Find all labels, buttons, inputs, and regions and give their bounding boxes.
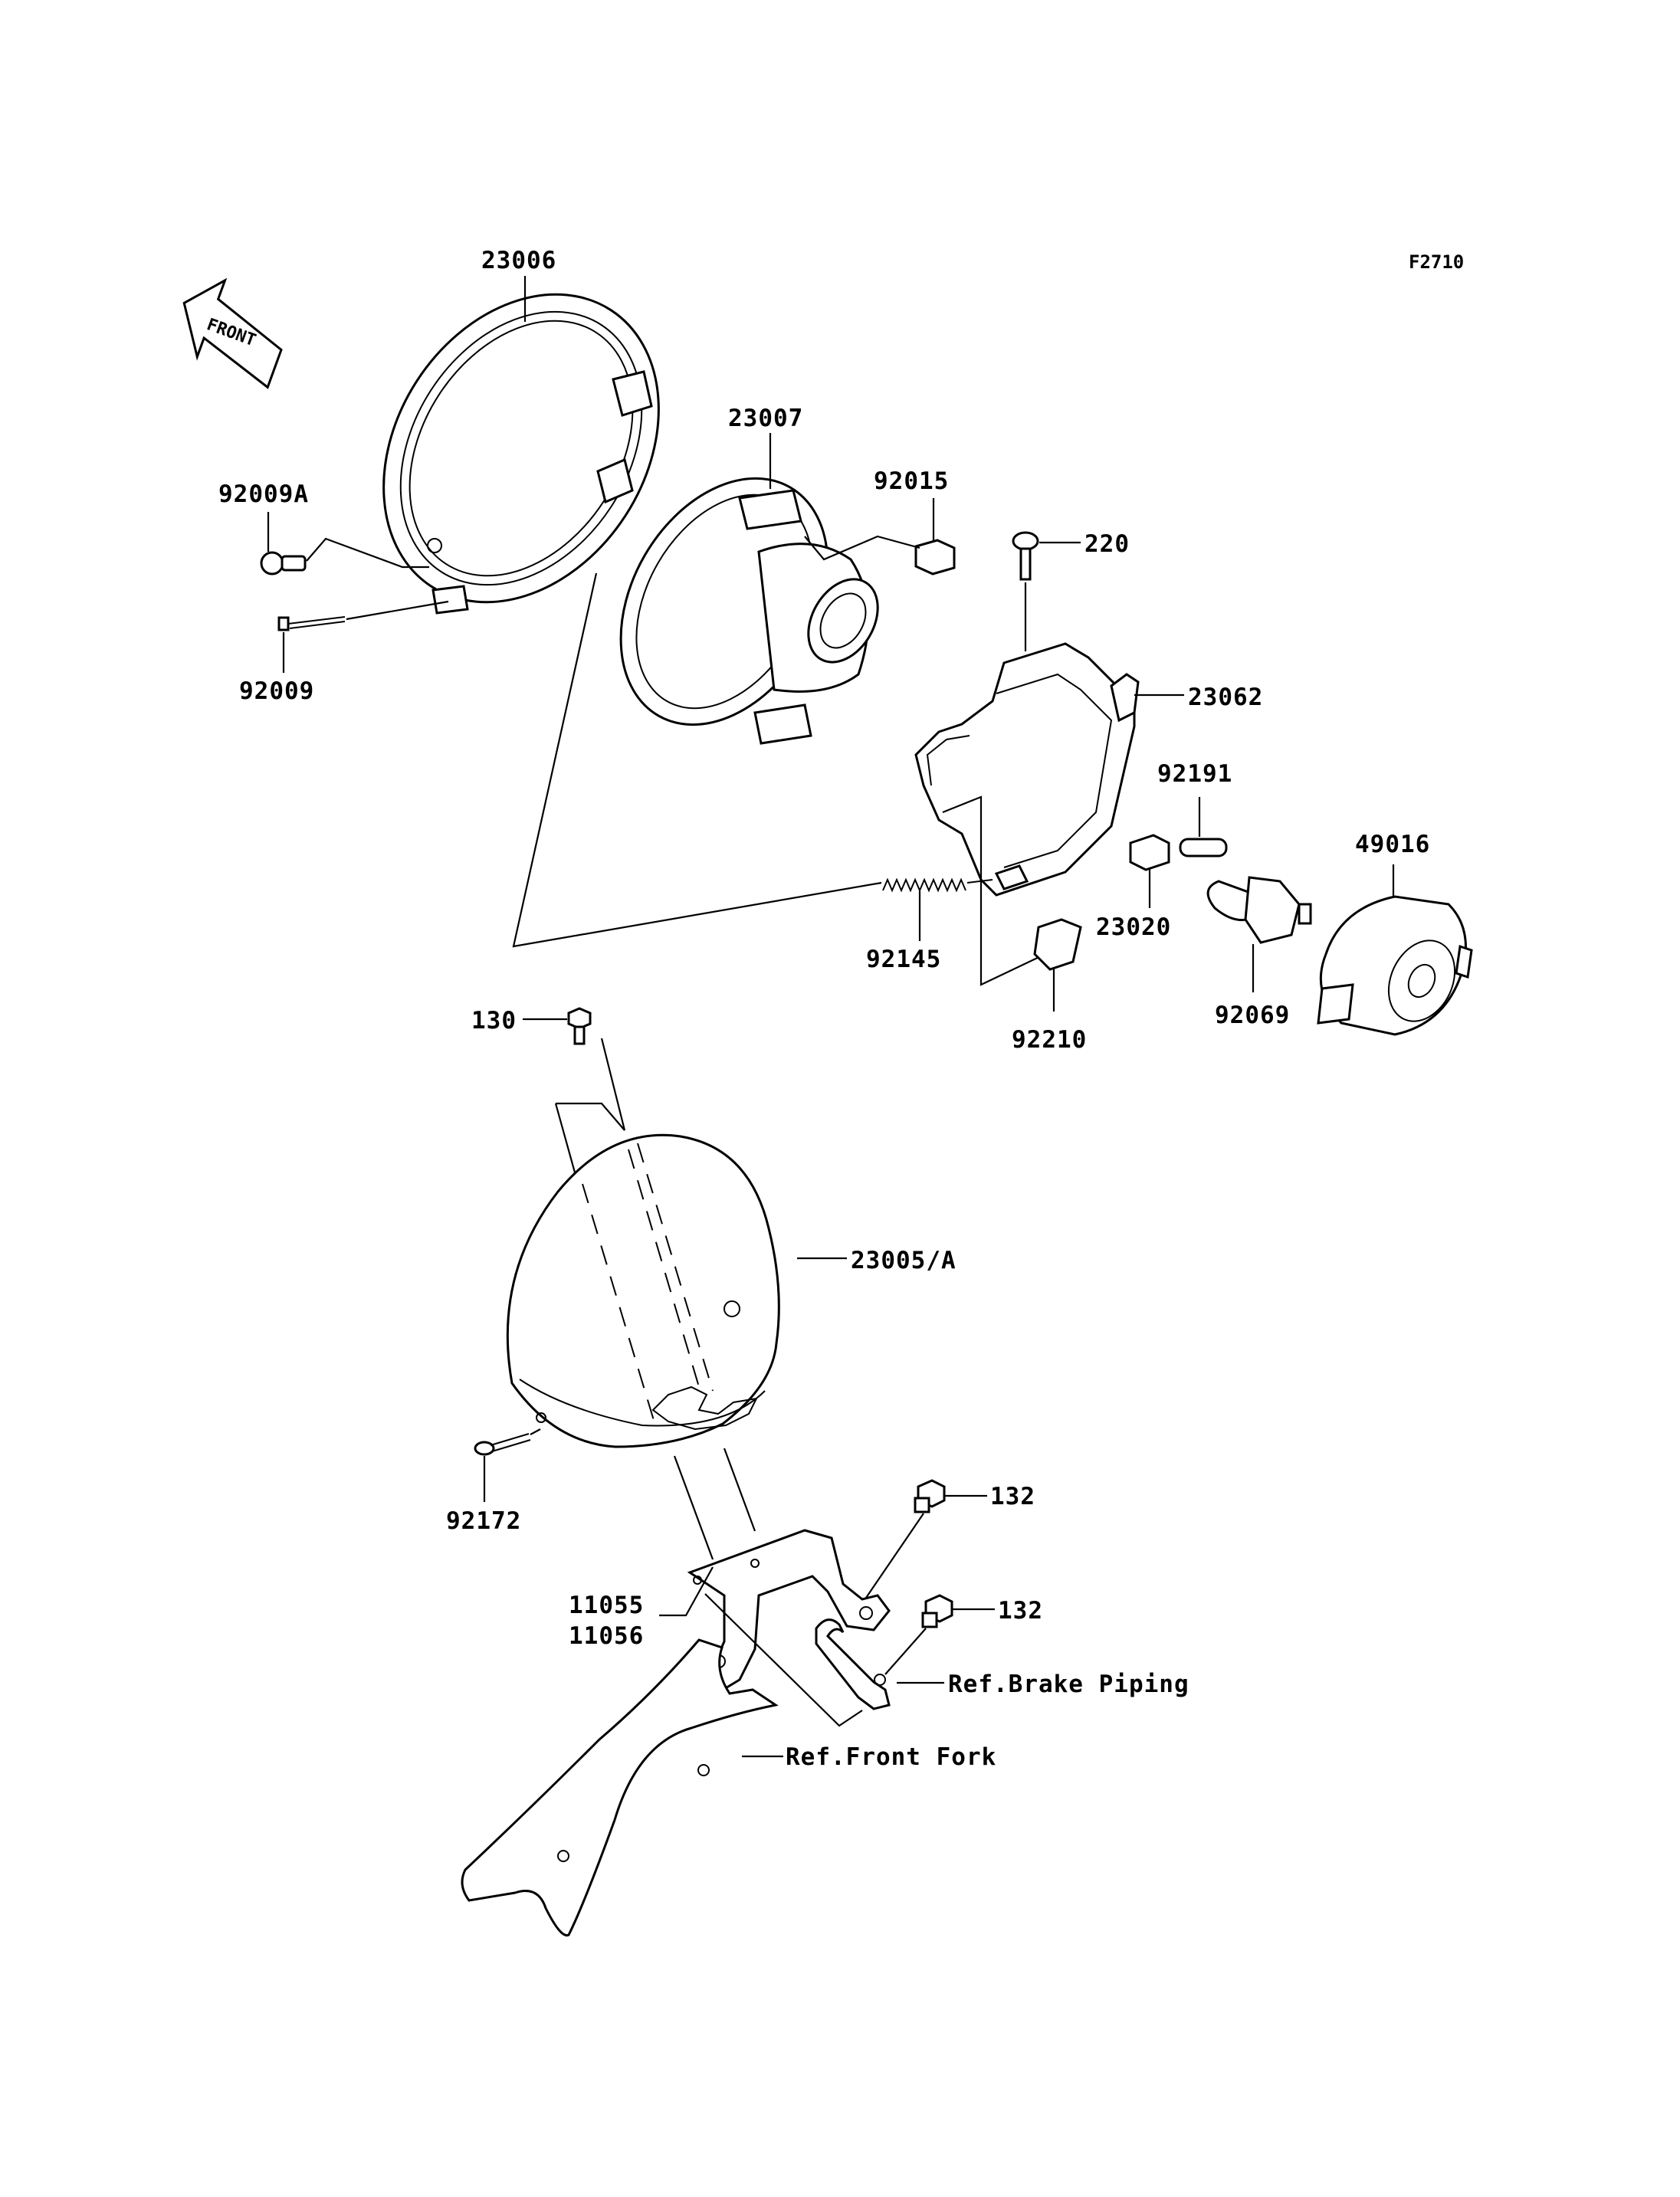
label-132-upper: 132 bbox=[990, 1483, 1035, 1510]
screw-220 bbox=[1012, 531, 1039, 581]
label-220: 220 bbox=[1084, 530, 1130, 558]
label-ref-brake-piping: Ref.Brake Piping bbox=[948, 1671, 1189, 1698]
label-11056: 11056 bbox=[569, 1622, 644, 1650]
label-23006: 23006 bbox=[481, 247, 556, 274]
sleeve-92191 bbox=[1179, 838, 1228, 857]
clip-23020 bbox=[1129, 834, 1170, 871]
label-ref-front-fork: Ref.Front Fork bbox=[786, 1743, 996, 1771]
nut-92015 bbox=[914, 539, 956, 575]
label-132-lower: 132 bbox=[998, 1597, 1043, 1625]
label-92009A: 92009A bbox=[218, 480, 309, 508]
label-92009: 92009 bbox=[239, 677, 314, 705]
label-49016: 49016 bbox=[1355, 831, 1430, 858]
cap-49016 bbox=[1317, 895, 1473, 1036]
label-92069: 92069 bbox=[1215, 1002, 1290, 1029]
label-92172: 92172 bbox=[446, 1507, 521, 1535]
headlight-bracket-23062 bbox=[914, 642, 1140, 897]
headlight-rim-23006 bbox=[382, 293, 660, 615]
brake-piping-clamp bbox=[815, 1618, 891, 1710]
headlight-unit-23007 bbox=[619, 477, 879, 745]
diagram-code: F2710 bbox=[1409, 251, 1464, 273]
bolt-132-upper bbox=[914, 1479, 946, 1513]
bolt-92009A bbox=[260, 551, 307, 575]
washer-92210 bbox=[1033, 918, 1082, 971]
label-130: 130 bbox=[471, 1007, 517, 1035]
bulb-92069 bbox=[1206, 876, 1312, 944]
label-92210: 92210 bbox=[1012, 1026, 1087, 1054]
bolt-132-lower bbox=[921, 1594, 953, 1628]
label-23005A: 23005/A bbox=[851, 1247, 956, 1274]
label-11055: 11055 bbox=[569, 1592, 644, 1619]
label-23007: 23007 bbox=[728, 405, 803, 432]
front-fork-part bbox=[461, 1638, 779, 1937]
headlight-housing-23005A bbox=[506, 1133, 780, 1448]
label-23062: 23062 bbox=[1188, 684, 1263, 711]
label-23020: 23020 bbox=[1096, 913, 1171, 941]
bolt-130 bbox=[567, 1007, 592, 1045]
label-92015: 92015 bbox=[874, 467, 949, 495]
label-92145: 92145 bbox=[866, 946, 941, 973]
screw-92172 bbox=[474, 1433, 531, 1456]
spring-92145 bbox=[882, 877, 993, 893]
screw-92009 bbox=[277, 616, 346, 631]
label-92191: 92191 bbox=[1157, 760, 1232, 788]
front-arrow-icon: FRONT bbox=[182, 277, 283, 389]
